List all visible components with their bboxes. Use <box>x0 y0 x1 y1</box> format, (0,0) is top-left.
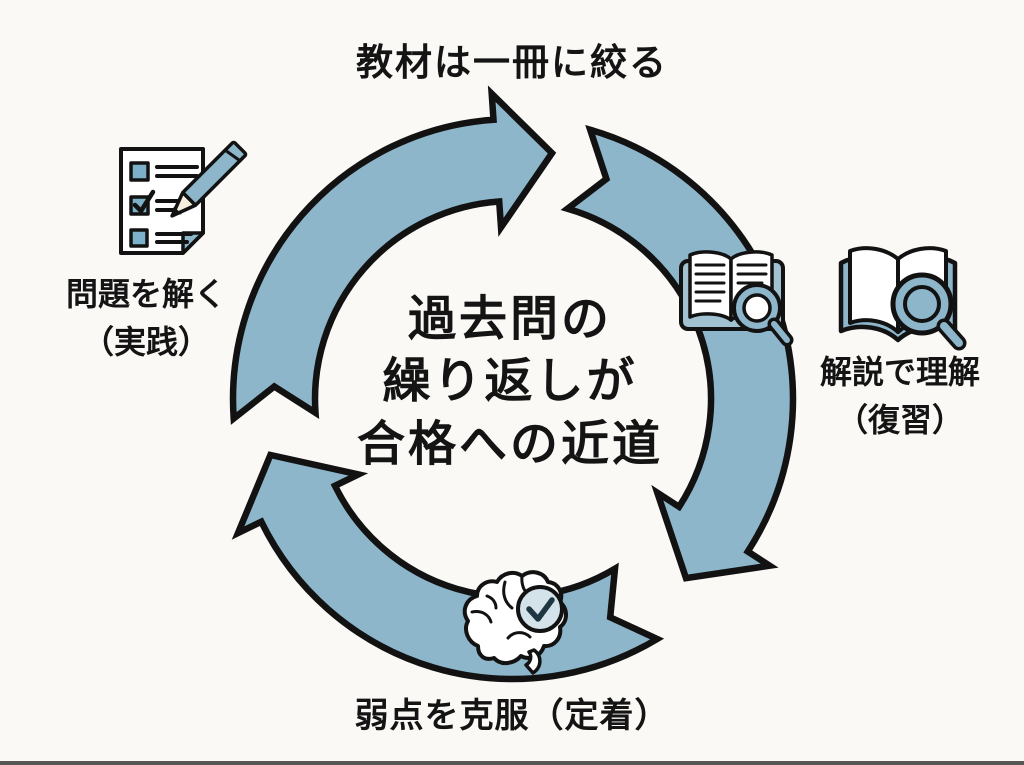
center-title-line2: 繰り返しが <box>382 353 638 410</box>
brain-checkmark-icon <box>462 570 568 675</box>
open-book-magnifier-outer-icon <box>838 246 967 351</box>
center-title-line1: 過去問の <box>407 291 612 347</box>
pencil-icon <box>170 140 248 218</box>
step-label-right-line2: （復習） <box>835 401 964 439</box>
open-book-magnifier-inner-icon <box>679 250 794 347</box>
checklist-pencil-icon <box>119 140 248 255</box>
step-label-left: 問題を解く （実践） <box>16 270 276 366</box>
bottom-edge-line <box>0 761 1024 765</box>
cycle-arrow-segment-top-left <box>229 85 557 425</box>
center-title-line3: 合格への近道 <box>356 415 663 472</box>
step-label-bottom: 弱点を克服（定着） <box>354 696 670 736</box>
step-label-right: 解説で理解 （復習） <box>782 348 1018 444</box>
step-label-left-line1: 問題を解く <box>65 275 226 313</box>
cycle-arrow-segment-bottom <box>231 451 665 683</box>
step-label-top: 教材は一冊に絞る <box>356 41 668 84</box>
step-label-right-line1: 解説で理解 <box>819 353 980 391</box>
step-label-left-line2: （実践） <box>81 323 210 361</box>
cycle-arrow-segment-right <box>560 124 797 582</box>
center-title: 過去問の 繰り返しが 合格への近道 <box>255 288 765 475</box>
